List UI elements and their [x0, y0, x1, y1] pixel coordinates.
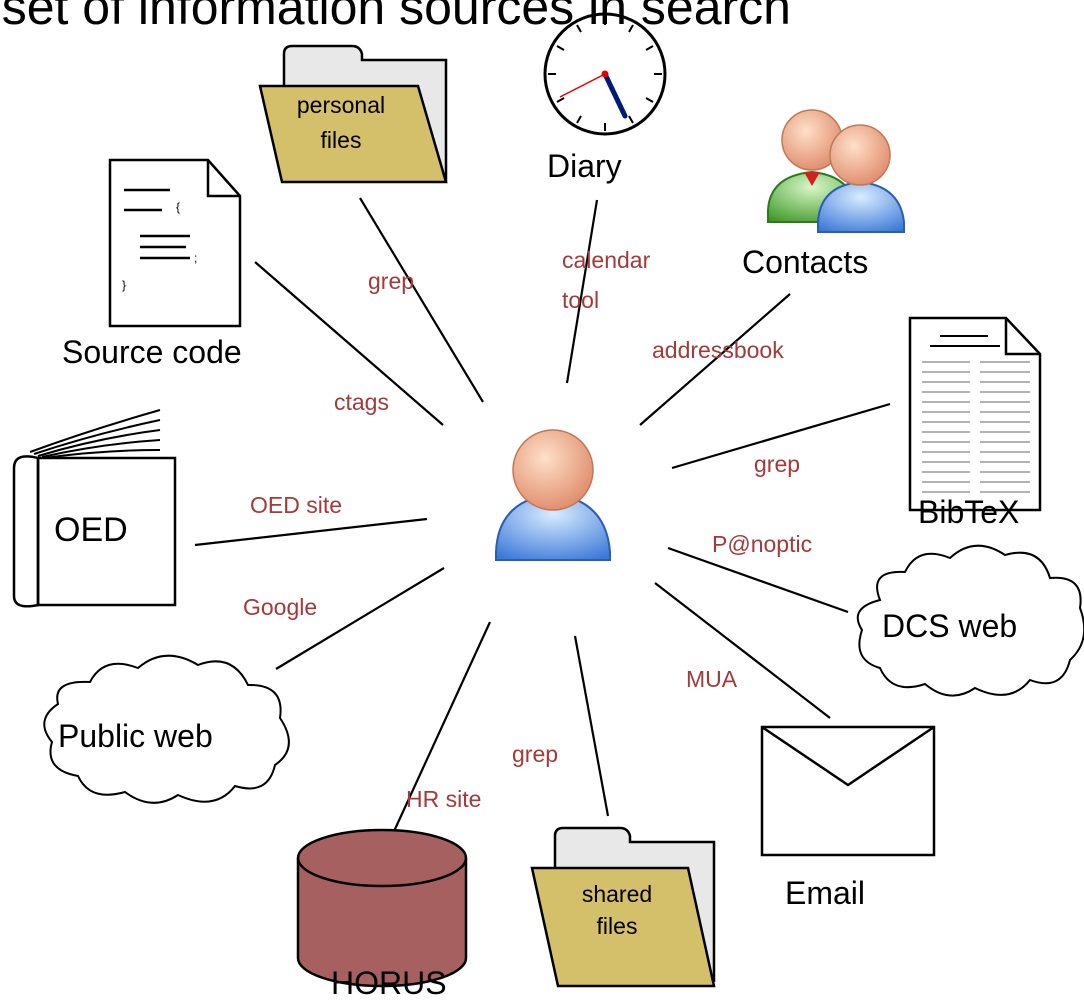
code-glyph-brace-open: { — [176, 200, 181, 214]
edge-label-diary: calendar tool — [562, 247, 651, 313]
document-icon — [908, 316, 1042, 512]
code-glyph-semicolon: ; — [194, 251, 198, 265]
edge-label-personal-files: grep — [368, 268, 415, 294]
edge-line-diary — [565, 199, 599, 384]
connector-lines — [194, 197, 891, 841]
page-title: g set of information sources in search — [0, 0, 791, 35]
edge-line-shared-files — [573, 635, 610, 817]
node-label-diary: Diary — [547, 148, 622, 184]
edge-label-contacts: addressbook — [652, 337, 784, 363]
node-label-dcs-web: DCS web — [882, 608, 1018, 644]
code-glyph-brace-close: } — [122, 278, 127, 292]
node-label-shared-files: shared files — [581, 881, 653, 939]
source-code-icon — [108, 158, 242, 328]
node-label-oed: OED — [54, 511, 128, 549]
edge-line-source-code — [254, 261, 444, 426]
edge-line-horus — [389, 621, 491, 841]
edge-label-source-code: ctags — [334, 389, 389, 415]
edge-label-public-web: Google — [243, 594, 318, 620]
database-icon — [296, 828, 468, 988]
edge-line-public-web — [275, 567, 445, 670]
edge-line-oed — [194, 517, 428, 547]
edge-label-bibtex: grep — [754, 451, 801, 477]
envelope-icon — [760, 725, 936, 857]
node-label-source-code: Source code — [62, 334, 242, 370]
clock-icon — [543, 12, 667, 136]
cloud-icon — [856, 544, 1084, 697]
folder-icon — [530, 826, 716, 988]
edge-label-horus: HR site — [406, 786, 482, 812]
node-label-public-web: Public web — [58, 718, 213, 754]
node-label-horus: HORUS — [331, 965, 447, 1001]
node-label-bibtex: BibTeX — [918, 494, 1020, 530]
edge-line-contacts — [639, 293, 791, 426]
edge-label-oed: OED site — [250, 492, 343, 518]
contacts-icon — [767, 109, 905, 233]
cloud-icon — [43, 654, 290, 804]
node-label-contacts: Contacts — [742, 244, 869, 280]
edge-line-personal-files — [359, 197, 484, 403]
folder-icon — [258, 44, 448, 184]
edge-label-email: MUA — [686, 666, 738, 692]
user-icon — [495, 429, 611, 561]
book-icon — [12, 409, 177, 608]
edge-label-shared-files: grep — [512, 741, 559, 767]
edge-line-email — [654, 582, 831, 719]
node-label-email: Email — [785, 875, 866, 911]
edge-line-dcs-web — [667, 546, 849, 614]
edge-label-dcs-web: P@noptic — [712, 531, 813, 557]
edge-line-bibtex — [671, 402, 891, 470]
node-label-personal-files: personal files — [296, 92, 386, 153]
